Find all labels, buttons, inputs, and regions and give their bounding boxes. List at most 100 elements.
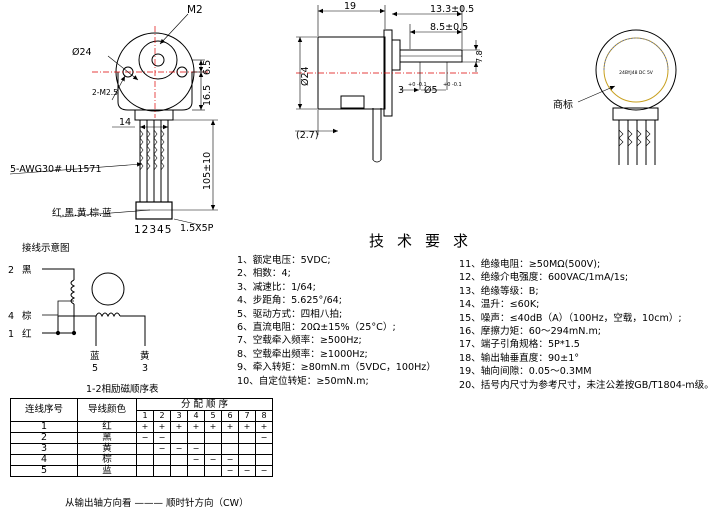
spec-item: 1、额定电压：5VDC; [237, 255, 331, 266]
sequence-cell: − [238, 465, 256, 477]
spec-item: 10、自定位转矩：≥50mN.m; [237, 375, 369, 387]
sequence-cell: − [221, 465, 239, 477]
specs-left: 1、额定电压：5VDC; 2、相数：4; 3、减速比：1/64; 4、步距角：5… [237, 254, 436, 388]
col-header-sequence: 分 配 顺 序 [136, 398, 273, 411]
sequence-cell [238, 443, 256, 455]
spec-item: 12、绝缘介电强度：600VAC/1mA/1s; [459, 272, 629, 284]
dim-6-5: 6.5 [202, 60, 213, 75]
dim-14: 14 [119, 117, 131, 128]
dim-mount-holes: 2-M2.5 [92, 88, 118, 97]
dim-2-7: (2.7) [296, 130, 319, 141]
sequence-cell [238, 454, 256, 466]
spec-item: 3、减速比：1/64; [237, 281, 316, 293]
sequence-cell: − [187, 454, 205, 466]
spec-item: 2、相数：4; [237, 268, 291, 280]
step-header: 2 [153, 410, 171, 422]
sequence-cell: + [170, 421, 188, 433]
sequence-cell: + [153, 421, 171, 433]
dim-phi24-front: Ø24 [72, 47, 92, 58]
connector-spec: 1.5X5P [180, 223, 214, 234]
sequence-cell [170, 454, 188, 466]
dim-13-3: 13.3±0.5 [430, 4, 474, 15]
sequence-cell: − [153, 432, 171, 444]
spec-item: 6、直流电阻：20Ω±15%（25°C）; [237, 321, 396, 333]
label-model: 24BYJ48 DC 5V [619, 70, 654, 76]
sequence-cell [221, 443, 239, 455]
dim-phi24-side: Ø24 [300, 66, 311, 86]
wire-color-cell: 黑 [77, 432, 137, 444]
wire-color-blue: 蓝 [90, 350, 100, 362]
spec-title: 技术要求 [369, 232, 482, 250]
sequence-cell [136, 443, 154, 455]
sequence-cell: − [153, 443, 171, 455]
sequence-cell [255, 443, 273, 455]
sequence-cell: + [238, 421, 256, 433]
rear-view [577, 29, 677, 165]
sequence-cell: − [255, 465, 273, 477]
wire-color-black: 黑 [22, 265, 32, 276]
sequence-cell [136, 454, 154, 466]
step-header: 8 [255, 410, 273, 422]
wire-color-cell: 蓝 [77, 465, 137, 477]
col-header-wire-color: 导线颜色 [77, 398, 137, 422]
wire-number-cell: 2 [10, 432, 78, 444]
spec-item: 9、牵入转矩：≥80mN.m（5VDC，100Hz） [237, 362, 436, 374]
step-header: 6 [221, 410, 239, 422]
dim-16-5: 16.5 [202, 85, 213, 106]
sequence-cell [170, 432, 188, 444]
dim-m2: M2 [187, 4, 203, 16]
sequence-cell: + [187, 421, 205, 433]
step-header: 3 [170, 410, 188, 422]
step-header: 7 [238, 410, 256, 422]
spec-item: 13、绝缘等级：B; [459, 285, 539, 297]
wire-color-red: 红 [22, 328, 32, 340]
sequence-cell: − [187, 443, 205, 455]
sequence-cell [204, 432, 222, 444]
wiring-title: 接线示意图 [22, 242, 70, 254]
wire-number-cell: 5 [10, 465, 78, 477]
sequence-cell [136, 465, 154, 477]
product-label [603, 37, 669, 103]
sequence-cell: + [136, 421, 154, 433]
connector-pins: 12345 [134, 224, 172, 236]
rear-view-labels: 24BYJ48 DC 5V 商标 [553, 70, 654, 111]
wire-color-brown: 棕 [22, 310, 32, 322]
wire-number-cell: 1 [10, 421, 78, 433]
table-caption: 1-2相励磁顺序表 [86, 384, 159, 395]
wire-color-cell: 黄 [77, 443, 137, 455]
sequence-cell [204, 465, 222, 477]
rear-body [595, 29, 677, 111]
spec-item: 4、步距角：5.625°/64; [237, 295, 343, 307]
wiring-labels: 接线示意图 2 黑 4 棕 1 红 蓝 5 黄 3 [8, 242, 150, 374]
sequence-cell: − [255, 432, 273, 444]
sequence-cell: − [204, 454, 222, 466]
dim-7-8: 7.8 [475, 50, 484, 63]
spec-item: 14、温升：≤60K; [459, 299, 540, 311]
col-header-wire-no: 连线序号 [10, 398, 78, 422]
wire-num-4: 4 [8, 311, 14, 322]
spec-item: 15、噪声：≤40dB（A）（100Hz，空载，10cm）; [459, 312, 682, 324]
wire-number-cell: 4 [10, 454, 78, 466]
wire-num-5: 5 [92, 363, 98, 374]
dim-shaft-3-tol: +0 -0.1 [408, 82, 427, 88]
sequence-cell: + [204, 421, 222, 433]
table-footer: 从输出轴方向看 ——— 顺时针方向（CW） [65, 498, 249, 509]
wire-spec: 5-AWG30# UL1571 [10, 164, 102, 175]
dim-shaft-3: 3 [398, 85, 404, 96]
step-header: 4 [187, 410, 205, 422]
sequence-cell: + [221, 421, 239, 433]
coil-bottom [95, 312, 121, 318]
specs-right: 11、绝缘电阻：≥50MΩ(500V); 12、绝缘介电强度：600VAC/1m… [459, 258, 714, 392]
trademark-label: 商标 [553, 98, 573, 111]
wire-colors: 红.黑.黄.棕.蓝 [52, 207, 112, 219]
spec-item: 20、括号内尺寸为参考尺寸，未注公差按GB/T1804-m级。 [459, 379, 714, 391]
wire-num-1: 1 [8, 329, 14, 340]
